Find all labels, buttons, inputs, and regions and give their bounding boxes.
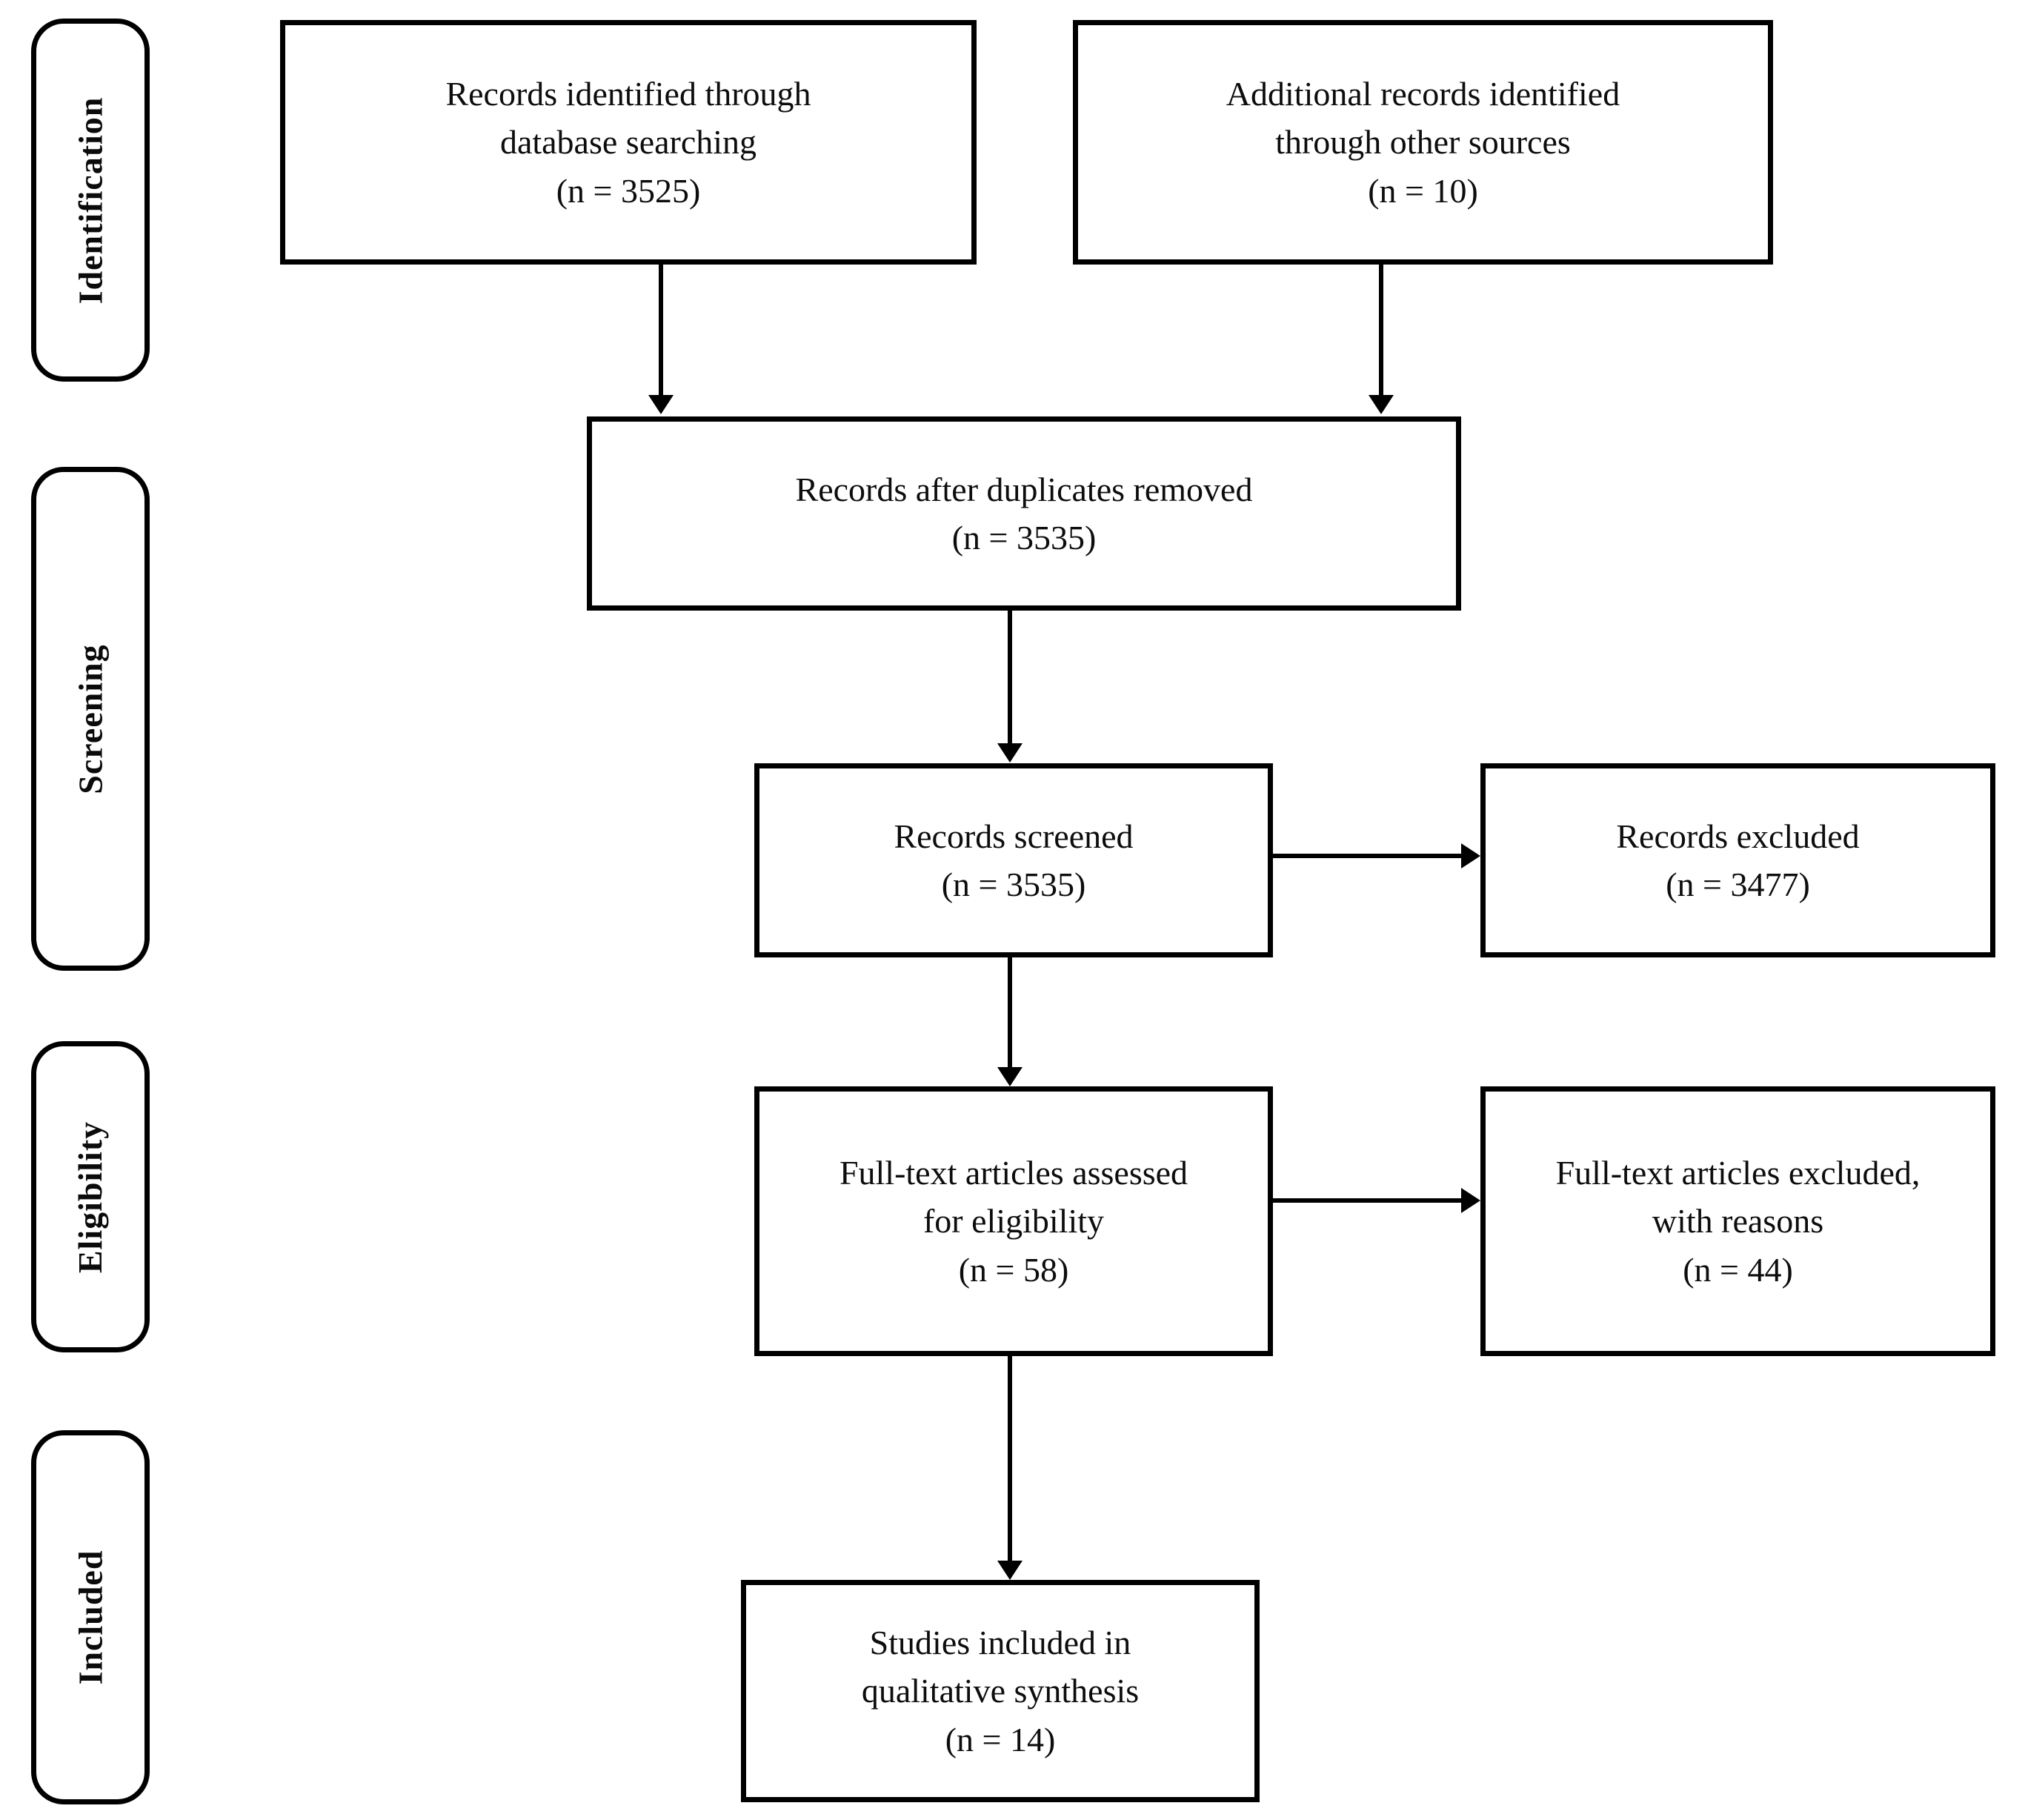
box-full-text-excluded-text: Full-text articles excluded, with reason… <box>1555 1154 1921 1289</box>
box-records-identified-database-text: Records identified through database sear… <box>445 75 811 210</box>
phase-label-eligibility-text: Eligibility <box>71 1120 110 1273</box>
box-records-screened: Records screened (n = 3535) <box>754 763 1273 957</box>
phase-label-included-text: Included <box>71 1550 110 1685</box>
connector-other-to-dedup-arrowhead <box>1369 395 1394 414</box>
connector-dedup-to-screened-line <box>1008 611 1012 745</box>
connector-fulltext-to-excluded-arrowhead <box>1461 1188 1480 1213</box>
box-additional-records-other-sources: Additional records identified through ot… <box>1073 20 1773 265</box>
connector-db-to-dedup-arrowhead <box>648 395 674 414</box>
phase-label-screening-text: Screening <box>71 643 110 794</box>
box-full-text-assessed: Full-text articles assessed for eligibil… <box>754 1086 1273 1356</box>
box-studies-included-qualitative: Studies included in qualitative synthesi… <box>741 1580 1260 1802</box>
connector-other-to-dedup-line <box>1379 265 1383 396</box>
connector-dedup-to-screened-arrowhead <box>997 743 1023 763</box>
connector-fulltext-to-included-arrowhead <box>997 1561 1023 1580</box>
box-records-screened-text: Records screened (n = 3535) <box>894 817 1134 903</box>
box-records-after-duplicates-removed-text: Records after duplicates removed (n = 35… <box>795 470 1253 557</box>
connector-db-to-dedup-line <box>659 265 663 396</box>
connector-screened-to-excluded-arrowhead <box>1461 843 1480 869</box>
box-records-identified-database: Records identified through database sear… <box>280 20 977 265</box>
box-additional-records-other-sources-text: Additional records identified through ot… <box>1226 75 1620 210</box>
box-records-after-duplicates-removed: Records after duplicates removed (n = 35… <box>587 416 1461 611</box>
phase-label-included: Included <box>31 1430 150 1804</box>
connector-fulltext-to-included-line <box>1008 1356 1012 1562</box>
box-records-excluded: Records excluded (n = 3477) <box>1480 763 1995 957</box>
connector-screened-to-fulltext-arrowhead <box>997 1067 1023 1086</box>
box-full-text-excluded: Full-text articles excluded, with reason… <box>1480 1086 1995 1356</box>
phase-label-screening: Screening <box>31 467 150 971</box>
phase-label-eligibility: Eligibility <box>31 1041 150 1352</box>
phase-label-identification: Identification <box>31 19 150 382</box>
connector-screened-to-fulltext-line <box>1008 957 1012 1069</box>
phase-label-identification-text: Identification <box>71 96 110 304</box>
connector-fulltext-to-excluded-line <box>1273 1198 1463 1203</box>
box-studies-included-qualitative-text: Studies included in qualitative synthesi… <box>861 1624 1140 1758</box>
box-full-text-assessed-text: Full-text articles assessed for eligibil… <box>839 1154 1188 1289</box>
connector-screened-to-excluded-line <box>1273 854 1463 858</box>
box-records-excluded-text: Records excluded (n = 3477) <box>1616 817 1860 903</box>
